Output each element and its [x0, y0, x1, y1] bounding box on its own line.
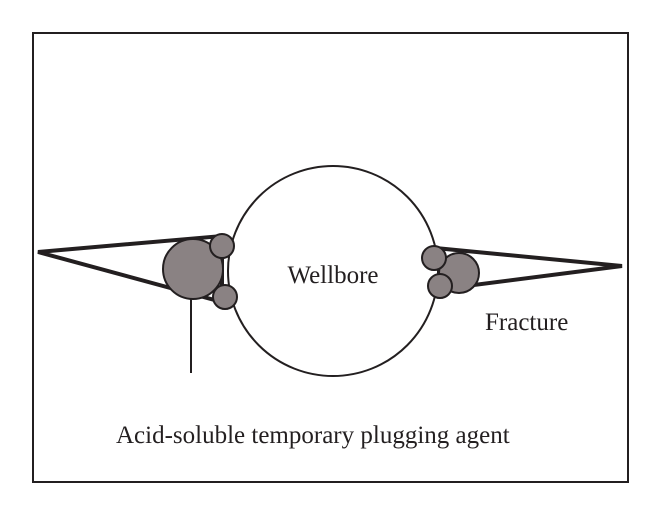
- particle-small: [212, 284, 238, 310]
- fracture-label: Fracture: [485, 309, 568, 336]
- particle-small: [209, 233, 235, 259]
- particle-small: [427, 273, 453, 299]
- diagram-frame: [32, 32, 629, 483]
- right-plugging-particles: [421, 245, 480, 299]
- particle-large: [162, 238, 224, 300]
- plugging-agent-label: Acid-soluble temporary plugging agent: [116, 422, 510, 449]
- left-plugging-particles: [162, 233, 238, 310]
- wellbore-circle: [227, 165, 439, 377]
- wellbore-label: Wellbore: [287, 262, 378, 289]
- particle-small: [421, 245, 447, 271]
